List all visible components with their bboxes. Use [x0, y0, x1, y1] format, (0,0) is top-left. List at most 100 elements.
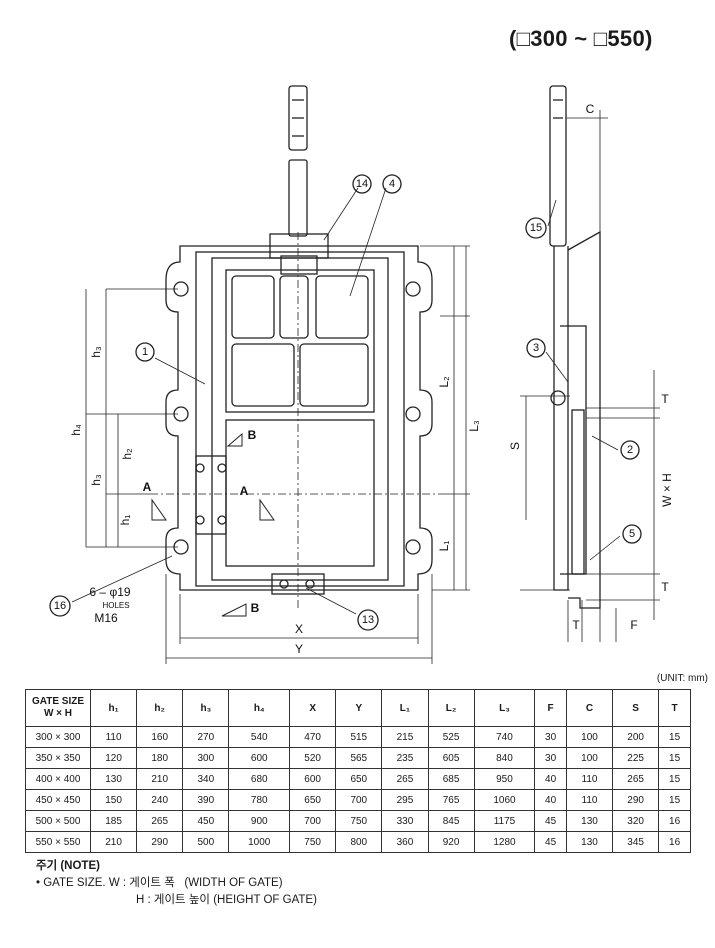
- table-cell: 1000: [228, 831, 291, 853]
- table-cell: 740: [473, 726, 536, 748]
- dim-label: C: [586, 102, 595, 116]
- table-cell: 15: [658, 747, 691, 769]
- part-number: 5: [629, 528, 635, 540]
- table-cell: 920: [427, 831, 475, 853]
- holes-word-label: HOLES: [102, 601, 129, 610]
- column-header: C: [565, 689, 614, 727]
- part-number: 2: [627, 444, 633, 456]
- table-cell: 45: [534, 831, 567, 853]
- balloon-14: [352, 174, 372, 194]
- part-number: 3: [533, 342, 539, 354]
- column-header: L₂: [427, 689, 475, 727]
- table-cell: 750: [335, 810, 383, 832]
- note-height-korean: 게이트 높이: [153, 894, 210, 906]
- table-cell: 290: [612, 789, 660, 811]
- table-cell: 30: [534, 747, 567, 769]
- table-cell: 240: [136, 789, 184, 811]
- table-cell: 565: [335, 747, 383, 769]
- table-header-row: GATE SIZE W × H h₁ h₂ h₃ h₄ X Y L₁ L₂ L₃…: [25, 689, 691, 727]
- spindle-top: [288, 85, 308, 151]
- dim-label: L₃: [467, 420, 481, 432]
- unit-label: (UNIT: mm): [656, 673, 708, 684]
- thread-label: M16: [94, 611, 118, 625]
- table-cell: 840: [473, 747, 536, 769]
- table-cell: 265: [136, 810, 184, 832]
- table-cell: 16: [658, 810, 691, 832]
- table-cell: 1175: [473, 810, 536, 832]
- column-header: h₁: [89, 689, 138, 727]
- table-cell: 210: [136, 768, 184, 790]
- table-cell: 515: [335, 726, 383, 748]
- table-cell: 100: [565, 747, 614, 769]
- dim-label: T: [572, 618, 580, 632]
- gate-size-cell: 300 × 300: [25, 726, 91, 748]
- table-cell: 265: [381, 768, 429, 790]
- column-header: F: [534, 689, 567, 727]
- table-cell: 390: [182, 789, 230, 811]
- table-cell: 950: [473, 768, 536, 790]
- part-number: 13: [362, 614, 374, 626]
- dim-label: h₃: [89, 346, 103, 358]
- note-height-row: H : 게이트 높이 (HEIGHT OF GATE): [36, 892, 317, 909]
- table-cell: 215: [381, 726, 429, 748]
- table-cell: 30: [534, 726, 567, 748]
- table-cell: 265: [612, 768, 660, 790]
- column-header: Y: [335, 689, 383, 727]
- balloon-1: [135, 342, 155, 362]
- table-cell: 750: [289, 831, 337, 853]
- table-cell: 685: [427, 768, 475, 790]
- table-cell: 180: [136, 747, 184, 769]
- table-cell: 300: [182, 747, 230, 769]
- part-number: 15: [530, 222, 542, 234]
- dim-label: h₂: [120, 448, 134, 460]
- gate-size-cell: 500 × 500: [25, 810, 91, 832]
- table-cell: 120: [89, 747, 138, 769]
- holes-count-label: 6 – φ19: [89, 585, 130, 599]
- balloon-5: [622, 524, 642, 544]
- table-cell: 15: [658, 789, 691, 811]
- column-header: h₄: [228, 689, 291, 727]
- table-cell: 765: [427, 789, 475, 811]
- table-cell: 1280: [473, 831, 536, 853]
- dim-label: T: [661, 392, 669, 406]
- gate-size-header-line2: W × H: [43, 708, 73, 719]
- gate-size-cell: 400 × 400: [25, 768, 91, 790]
- dim-label: T: [661, 580, 669, 594]
- notes-title: 주기 (NOTE): [36, 860, 100, 872]
- column-header: T: [658, 689, 691, 727]
- table-cell: 100: [565, 726, 614, 748]
- side-spindle: [549, 85, 567, 247]
- table-cell: 130: [565, 810, 614, 832]
- table-cell: 600: [289, 768, 337, 790]
- table-cell: 680: [228, 768, 291, 790]
- section-label: A: [240, 484, 249, 498]
- dimension-table: GATE SIZE W × H h₁ h₂ h₃ h₄ X Y L₁ L₂ L₃…: [25, 689, 691, 853]
- table-cell: 210: [89, 831, 138, 853]
- table-cell: 605: [427, 747, 475, 769]
- table-cell: 150: [89, 789, 138, 811]
- table-cell: 160: [136, 726, 184, 748]
- dim-label: S: [508, 442, 522, 450]
- table-cell: 540: [228, 726, 291, 748]
- column-header: X: [289, 689, 337, 727]
- table-cell: 130: [565, 831, 614, 853]
- gate-size-cell: 350 × 350: [25, 747, 91, 769]
- balloon-16: [49, 595, 71, 617]
- balloon-13: [357, 609, 379, 631]
- note-width-row: • GATE SIZE. W : 게이트 폭 (WIDTH OF GATE): [36, 875, 317, 892]
- table-cell: 845: [427, 810, 475, 832]
- part-number: 4: [389, 178, 395, 190]
- column-header: L₁: [381, 689, 429, 727]
- balloon-4: [382, 174, 402, 194]
- table-cell: 520: [289, 747, 337, 769]
- table-cell: 800: [335, 831, 383, 853]
- note-width-english: (WIDTH OF GATE): [184, 877, 283, 889]
- balloon-2: [620, 440, 640, 460]
- table-cell: 330: [381, 810, 429, 832]
- table-cell: 110: [89, 726, 138, 748]
- part-number: 16: [54, 600, 66, 612]
- part-number: 1: [142, 346, 148, 358]
